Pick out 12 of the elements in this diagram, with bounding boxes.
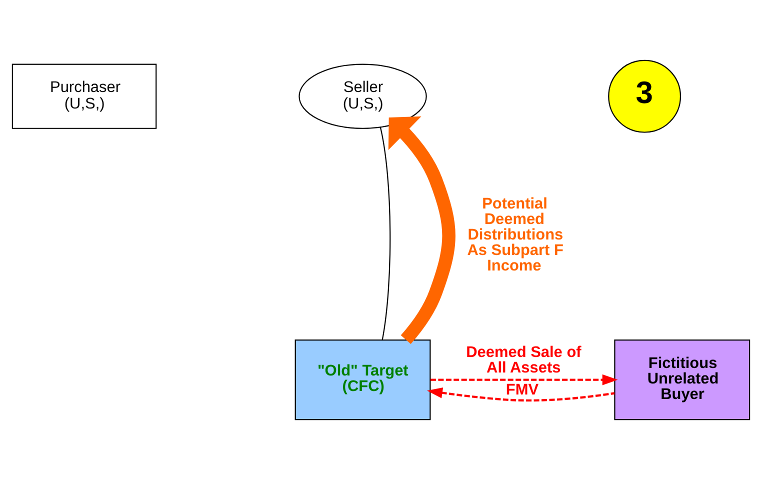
node-ellipse: Seller (U,S,) — [298, 64, 427, 129]
edge-label: Deemed Sale of All Assets — [466, 344, 582, 376]
node-box: Fictitious Unrelated Buyer — [614, 339, 750, 420]
arrow — [426, 387, 615, 402]
edge-label: Potential Deemed Distributions As Subpart F Income — [467, 196, 564, 275]
node-circle: 3 — [608, 60, 682, 133]
connector — [380, 127, 391, 340]
arrow — [388, 116, 456, 344]
arrow — [430, 374, 618, 386]
node-box: Purchaser (U,S,) — [12, 64, 157, 129]
node-box: "Old" Target (CFC) — [294, 339, 431, 420]
edge-label: FMV — [506, 381, 539, 398]
